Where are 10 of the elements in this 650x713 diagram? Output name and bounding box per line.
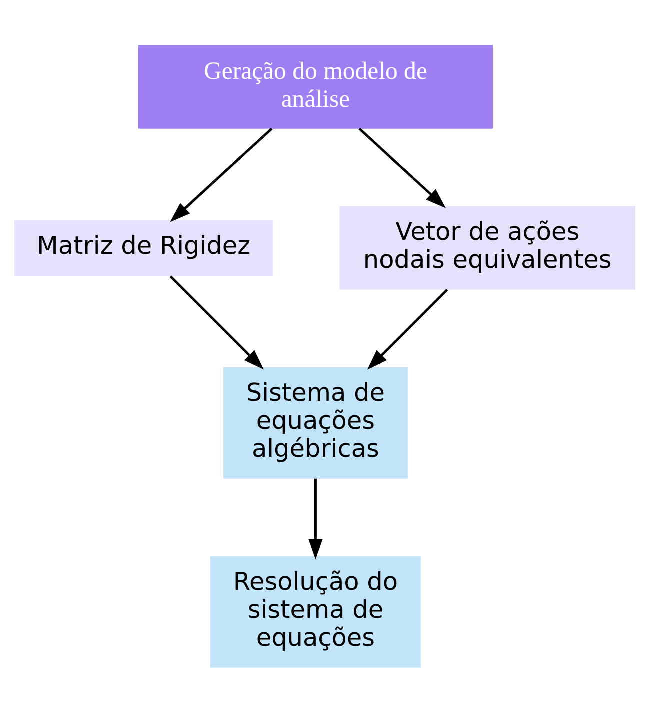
- node-box: Sistema de equações algébricas: [224, 367, 408, 479]
- arrow: [170, 128, 273, 222]
- arrow: [308, 478, 323, 560]
- arrow: [170, 276, 264, 370]
- node-box: Matriz de Rigidez: [14, 220, 274, 276]
- node-box: Geração do modelo de análise: [138, 45, 494, 129]
- arrow: [358, 128, 446, 208]
- node-box: Vetor de ações nodais equivalentes: [340, 206, 636, 290]
- arrow: [367, 289, 448, 370]
- node-box: Resolução do sistema de equações: [210, 556, 422, 668]
